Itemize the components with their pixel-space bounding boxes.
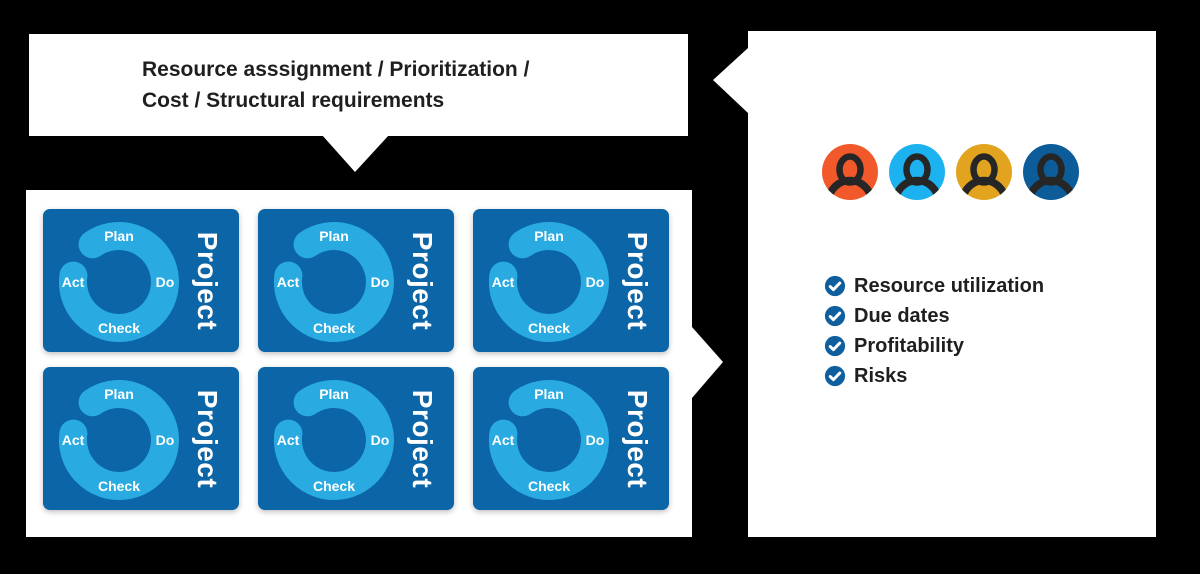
pdca-act-label: Act (492, 274, 515, 290)
pdca-cycle-ring (488, 222, 609, 342)
checklist-item: Resource utilization (824, 275, 1044, 297)
pdca-act-label: Act (62, 274, 85, 290)
pdca-do-label: Do (586, 274, 605, 290)
callout-tail-pointer (322, 135, 389, 172)
person-avatar (822, 144, 878, 200)
checklist-item: Profitability (824, 335, 1044, 357)
callout-box: Resource asssignment / Prioritization / … (29, 34, 688, 136)
callout-text-line2: Cost / Structural requirements (142, 89, 445, 112)
pdca-cycle-ring (273, 380, 394, 500)
pdca-check-label: Check (98, 320, 140, 336)
pdca-plan-label: Plan (534, 228, 564, 244)
pdca-plan-label: Plan (319, 228, 349, 244)
pdca-check-label: Check (528, 478, 570, 494)
project-card: Plan Do Check Act Project (43, 367, 239, 510)
check-icon (824, 275, 846, 297)
project-title: Project (622, 390, 653, 488)
check-icon (824, 365, 846, 387)
pdca-plan-label: Plan (319, 386, 349, 402)
team-avatars (822, 144, 1079, 200)
project-title: Project (622, 232, 653, 330)
pdca-do-label: Do (371, 432, 390, 448)
pdca-cycle-ring (273, 222, 394, 342)
pdca-check-label: Check (313, 320, 355, 336)
pdca-check-label: Check (98, 478, 140, 494)
pdca-check-label: Check (528, 320, 570, 336)
checklist-item-label: Profitability (854, 334, 965, 357)
pdca-do-label: Do (586, 432, 605, 448)
pdca-plan-label: Plan (104, 228, 134, 244)
project-card: Plan Do Check Act Project (258, 367, 454, 510)
pdca-cycle-ring (488, 380, 609, 500)
callout-text: Resource asssignment / Prioritization / … (142, 54, 529, 116)
kpi-checklist: Resource utilization Due dates Profitabi… (824, 275, 1044, 387)
checklist-item: Due dates (824, 305, 1044, 327)
pdca-do-label: Do (156, 274, 175, 290)
team-arrow-left (713, 48, 748, 113)
pdca-act-label: Act (492, 432, 515, 448)
project-title: Project (407, 232, 438, 330)
checklist-item-label: Risks (854, 364, 908, 387)
project-card: Plan Do Check Act Project (258, 209, 454, 352)
pdca-cycle-ring (58, 380, 179, 500)
project-title: Project (407, 390, 438, 488)
pdca-do-label: Do (371, 274, 390, 290)
person-avatar (889, 144, 945, 200)
checklist-item: Risks (824, 365, 1044, 387)
person-avatar (956, 144, 1012, 200)
project-card: Plan Do Check Act Project (43, 209, 239, 352)
team-panel: Resource utilization Due dates Profitabi… (748, 31, 1156, 537)
projects-arrow-right (692, 327, 723, 398)
projects-panel: Plan Do Check Act Project Plan Do Check … (26, 190, 692, 537)
check-icon (824, 305, 846, 327)
pdca-cycle-ring (58, 222, 179, 342)
pdca-plan-label: Plan (534, 386, 564, 402)
project-title: Project (192, 232, 223, 330)
project-card: Plan Do Check Act Project (473, 209, 669, 352)
project-card: Plan Do Check Act Project (473, 367, 669, 510)
pdca-do-label: Do (156, 432, 175, 448)
checklist-item-label: Due dates (854, 304, 950, 327)
pdca-act-label: Act (277, 274, 300, 290)
checklist-item-label: Resource utilization (854, 274, 1045, 297)
callout-text-line1: Resource asssignment / Prioritization / (142, 58, 530, 81)
project-title: Project (192, 390, 223, 488)
person-avatar (1023, 144, 1079, 200)
pdca-act-label: Act (62, 432, 85, 448)
pdca-check-label: Check (313, 478, 355, 494)
pdca-act-label: Act (277, 432, 300, 448)
pdca-plan-label: Plan (104, 386, 134, 402)
check-icon (824, 335, 846, 357)
